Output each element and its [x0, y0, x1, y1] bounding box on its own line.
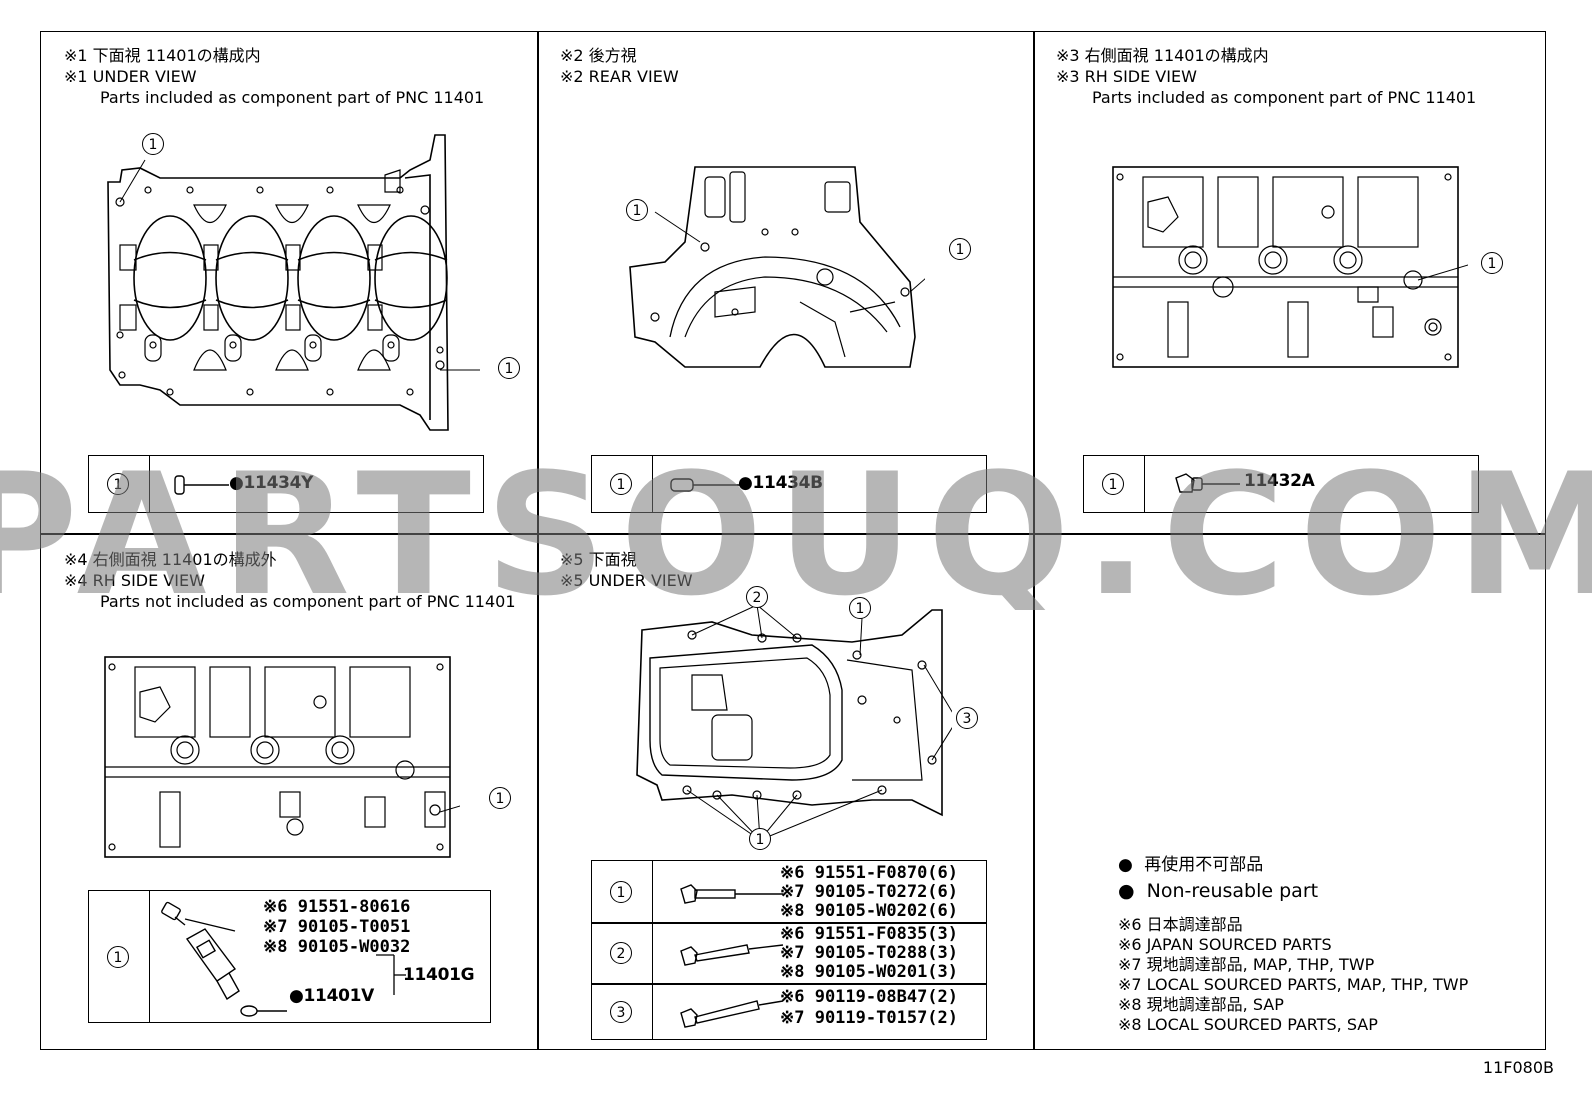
legend-note-8-jp: ※8 現地調達部品, SAP [1118, 995, 1284, 1014]
panel4-row-2: ※7 90105-T0051 [263, 917, 411, 937]
panel2-engine-block-rear-view [629, 166, 925, 368]
panel5-row1-callout: 1 [610, 881, 632, 903]
panel5-row3-line1: ※6 90119-08B47(2) [780, 987, 959, 1007]
legend: ● 再使用不可部品 ● Non-reusable part ※6 日本調達部品 … [1118, 855, 1468, 1035]
panel4-parts-table: 1 ※6 91551-80616 ※7 90105-T0051 ※8 90105… [88, 890, 491, 1023]
panel4-callout-1: 1 [489, 787, 511, 809]
panel1-callout-1a: 1 [142, 133, 164, 155]
divider-v1 [537, 31, 539, 1050]
panel5-callout-1-bottom: 1 [749, 828, 771, 850]
panel1-part-number: ●11434Y [229, 473, 314, 493]
panel5-callout-1-top: 1 [849, 597, 871, 619]
oil-control-valve-icon [161, 901, 287, 1017]
panel3-title-jp: ※3 右側面視 11401の構成内 [1056, 46, 1269, 65]
panel3-part-number: 11432A [1244, 471, 1315, 491]
panel2-callout-1b: 1 [949, 238, 971, 260]
panel4-title-jp: ※4 右側面視 11401の構成外 [64, 550, 277, 569]
panel3-title-en: ※3 RH SIDE VIEW [1056, 67, 1197, 86]
panel1-note: Parts included as component part of PNC … [100, 88, 485, 107]
panel5-header: ※5 下面視 ※5 UNDER VIEW [560, 549, 693, 591]
panel5-row1-line3: ※8 90105-W0202(6) [780, 901, 959, 921]
panel5-title-en: ※5 UNDER VIEW [560, 571, 693, 590]
panel3-header: ※3 右側面視 11401の構成内 ※3 RH SIDE VIEW Parts … [1056, 45, 1476, 108]
panel4-row-3: ※8 90105-W0032 [263, 937, 411, 957]
panel3-engine-block-rh-side-view [1112, 166, 1468, 368]
panel3-note: Parts included as component part of PNC … [1092, 88, 1477, 107]
legend-note-8-en: ※8 LOCAL SOURCED PARTS, SAP [1118, 1015, 1378, 1034]
dowel-pin-icon [670, 478, 745, 492]
panel2-parts-table: 1 ●11434B [591, 455, 987, 513]
panel5-row3-line2: ※7 90119-T0157(2) [780, 1008, 959, 1028]
panel5-row2-line2: ※7 90105-T0288(3) [780, 943, 959, 963]
black-dot-icon: ● [1118, 880, 1135, 902]
panel4-table-callout: 1 [107, 946, 129, 968]
panel1-parts-table: 1 ●11434Y [88, 455, 484, 513]
legend-note-7-jp: ※7 現地調達部品, MAP, THP, TWP [1118, 955, 1375, 974]
panel4-note: Parts not included as component part of … [100, 592, 516, 611]
panel5-row2-line3: ※8 90105-W0201(3) [780, 962, 959, 982]
legend-note-6-en: ※6 JAPAN SOURCED PARTS [1118, 935, 1332, 954]
panel4-engine-block-rh-side-view [104, 656, 460, 858]
bolt-icon-3 [680, 1000, 784, 1028]
panel1-callout-1b: 1 [498, 357, 520, 379]
panel1-header: ※1 下面視 11401の構成内 ※1 UNDER VIEW Parts inc… [64, 45, 484, 108]
legend-note-7-en: ※7 LOCAL SOURCED PARTS, MAP, THP, TWP [1118, 975, 1469, 994]
panel5-parts-table: 1 2 3 ※6 91551-F0870(6) ※7 90105-T0272(6… [591, 860, 987, 1040]
panel4-sub-part: ●11401V [289, 986, 375, 1006]
panel4-header: ※4 右側面視 11401の構成外 ※4 RH SIDE VIEW Parts … [64, 549, 516, 612]
diagram-code: 11F080B [1482, 1058, 1554, 1077]
legend-non-reusable-en: ● Non-reusable part [1118, 880, 1319, 902]
diagram-frame [40, 31, 1546, 1050]
divider-v2 [1033, 31, 1035, 1050]
panel5-row2-line1: ※6 91551-F0835(3) [780, 924, 959, 944]
bolt-icon-2 [680, 944, 784, 966]
panel5-row1-line2: ※7 90105-T0272(6) [780, 882, 959, 902]
panel4-bracket-lines [376, 954, 406, 995]
divider-h1 [40, 533, 1546, 535]
bolt-icon-1 [680, 884, 783, 904]
panel5-engine-block-under-view [636, 604, 952, 840]
panel5-row1-line1: ※6 91551-F0870(6) [780, 863, 959, 883]
panel2-header: ※2 後方視 ※2 REAR VIEW [560, 45, 679, 87]
panel2-callout-1a: 1 [626, 199, 648, 221]
plug-icon [1175, 473, 1240, 493]
panel1-title-jp: ※1 下面視 11401の構成内 [64, 46, 261, 65]
panel2-part-number: ●11434B [738, 473, 823, 493]
panel5-row2-callout: 2 [610, 942, 632, 964]
panel4-title-en: ※4 RH SIDE VIEW [64, 571, 205, 590]
panel5-row3-callout: 3 [610, 1001, 632, 1023]
panel4-assembly-part: 11401G [403, 965, 475, 985]
pin-icon [174, 475, 229, 495]
panel3-table-callout: 1 [1102, 473, 1124, 495]
legend-note-6-jp: ※6 日本調達部品 [1118, 915, 1243, 934]
panel1-engine-block-under-view [107, 134, 480, 431]
panel5-title-jp: ※5 下面視 [560, 550, 637, 569]
panel3-parts-table: 1 11432A [1083, 455, 1479, 513]
panel3-callout-1: 1 [1481, 252, 1503, 274]
panel5-callout-3: 3 [956, 707, 978, 729]
panel2-title-en: ※2 REAR VIEW [560, 67, 679, 86]
panel1-title-en: ※1 UNDER VIEW [64, 67, 197, 86]
panel5-callout-2: 2 [746, 586, 768, 608]
legend-non-reusable-jp: ● 再使用不可部品 [1118, 855, 1264, 875]
panel2-table-callout: 1 [610, 473, 632, 495]
panel4-row-1: ※6 91551-80616 [263, 897, 411, 917]
panel2-title-jp: ※2 後方視 [560, 46, 637, 65]
black-dot-icon: ● [1118, 855, 1133, 875]
panel1-table-callout: 1 [107, 473, 129, 495]
